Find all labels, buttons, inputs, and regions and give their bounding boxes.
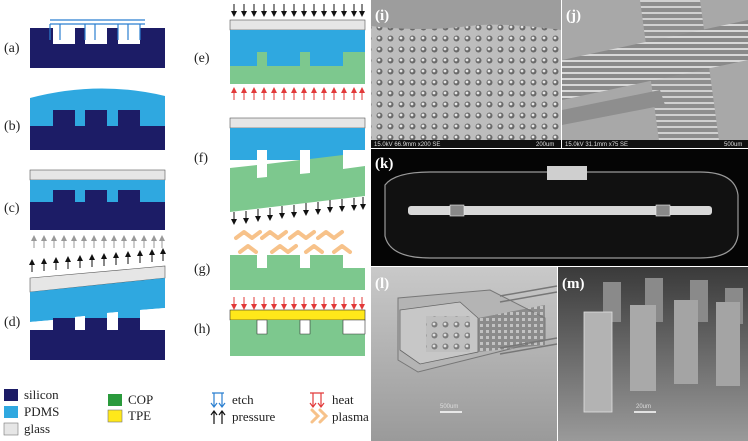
legend: silicon PDMS glass COP TPE etch pressure… [3, 387, 369, 436]
sem-i-info: 15.0kV 66.9mm x200 SE [374, 142, 440, 148]
step-label-g: (g) [194, 262, 211, 277]
heat-icon [309, 392, 325, 408]
step-label-e: (e) [194, 51, 210, 66]
sem-image-j: 15.0kV 31.1mm x75 SE 500um (j) [562, 0, 748, 148]
photo-image-k: (k) [371, 149, 748, 266]
legend-swatch-tpe [107, 409, 123, 423]
step-c-glass-bond [29, 169, 166, 248]
legend-pdms: PDMS [24, 404, 59, 419]
sem-j-scale: 500um [724, 142, 742, 148]
sem-image-l: 500um (l) [371, 267, 558, 441]
legend-silicon: silicon [24, 387, 59, 402]
pressure-icon [210, 410, 226, 424]
legend-cop: COP [128, 392, 153, 407]
panel-label-l: (l) [375, 276, 389, 292]
legend-glass: glass [24, 421, 50, 436]
step-d-peel [29, 248, 166, 360]
legend-tpe: TPE [128, 408, 151, 423]
sem-image-i: 15.0kV 66.9mm x200 SE 200um (i) [371, 0, 561, 148]
step-label-a: (a) [4, 41, 20, 56]
legend-swatch-silicon [4, 389, 18, 401]
panel-label-j: (j) [566, 8, 581, 24]
legend-swatch-cop [108, 394, 122, 406]
sem-l-scale: 500um [440, 404, 458, 410]
step-label-b: (b) [4, 119, 21, 134]
legend-swatch-pdms [4, 406, 18, 418]
step-f-demould [229, 117, 366, 225]
step-label-d: (d) [4, 315, 21, 330]
step-label-c: (c) [4, 201, 20, 216]
step-label-f: (f) [194, 151, 208, 166]
sem-i-scale: 200um [536, 142, 554, 148]
legend-heat: heat [332, 392, 354, 407]
legend-etch: etch [232, 392, 254, 407]
sem-m-scale: 20um [636, 404, 651, 410]
legend-pressure: pressure [232, 409, 276, 424]
legend-swatch-glass [3, 422, 19, 436]
etch-icon [210, 392, 226, 408]
legend-plasma: plasma [332, 409, 369, 424]
panel-label-i: (i) [375, 8, 389, 24]
sem-j-info: 15.0kV 31.1mm x75 SE [565, 142, 628, 148]
step-g-plasma [230, 230, 365, 290]
panel-label-k: (k) [375, 156, 393, 172]
step-label-h: (h) [194, 322, 211, 337]
step-h-tpe-bond [229, 297, 366, 356]
panel-label-m: (m) [562, 276, 585, 292]
plasma-icon [310, 408, 329, 424]
step-a-etch [30, 19, 165, 68]
sem-image-m: 20um (m) [558, 267, 748, 441]
step-e-emboss [229, 4, 366, 100]
step-b-pdms-pour [30, 88, 165, 150]
